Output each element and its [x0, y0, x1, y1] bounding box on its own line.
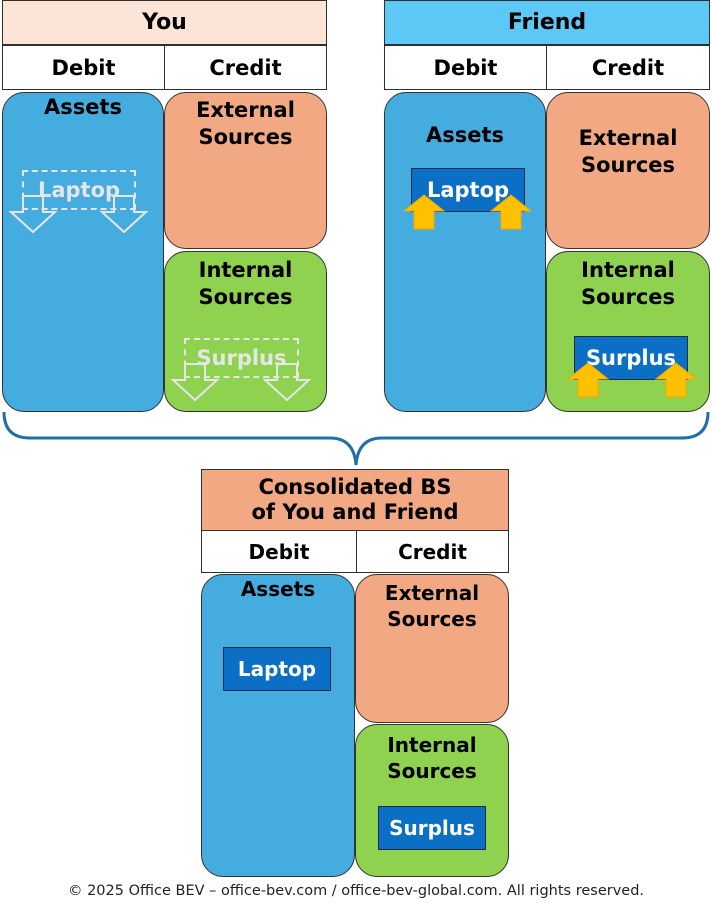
consolidated-external-sources-label: External Sources [363, 580, 501, 632]
you-assets-label: Assets [43, 95, 123, 119]
down-arrow-icon [170, 363, 220, 402]
you-assets-box [2, 92, 164, 412]
consolidated-external-sources-text: External Sources [384, 581, 480, 631]
friend-surplus-item: Surplus [574, 336, 688, 380]
friend-assets-box [384, 92, 546, 412]
friend-external-sources-box [546, 92, 710, 249]
you-external-sources-box [164, 92, 327, 249]
you-external-sources-text: External Sources [196, 98, 295, 150]
friend-external-sources-text: External Sources [578, 126, 678, 178]
copyright-footer: © 2025 Office BEV – office-bev.com / off… [67, 883, 645, 899]
down-arrow-icon [8, 195, 58, 234]
combine-brace [2, 411, 710, 466]
friend-title: Friend [384, 0, 710, 45]
up-arrow-icon [489, 194, 533, 230]
friend-debit-label: Debit [433, 55, 498, 80]
up-arrow-icon [566, 362, 610, 398]
consolidated-internal-sources-text: Internal Sources [387, 733, 477, 783]
friend-internal-sources-label: Internal Sources [554, 257, 702, 312]
consolidated-external-sources-box [355, 574, 509, 723]
consolidated-title: Consolidated BS of You and Friend [201, 469, 509, 531]
friend-assets-label: Assets [425, 123, 505, 147]
you-debit-label: Debit [51, 55, 116, 80]
friend-surplus-text: Surplus [585, 346, 677, 370]
consolidated-title-line1: Consolidated BS [258, 474, 452, 499]
consolidated-internal-sources-label: Internal Sources [363, 732, 501, 784]
consolidated-internal-sources-box [355, 724, 509, 877]
friend-laptop-text: Laptop [426, 178, 510, 202]
down-arrow-icon [262, 363, 312, 402]
consolidated-surplus-item: Surplus [378, 806, 486, 850]
you-internal-sources-box [164, 251, 327, 412]
you-laptop-removed: Laptop [22, 170, 136, 210]
you-surplus-removed: Surplus [184, 338, 299, 378]
consolidated-credit-label: Credit [398, 539, 467, 564]
friend-credit-label: Credit [591, 55, 665, 80]
you-debit-header: Debit [2, 45, 165, 90]
friend-external-sources-label: External Sources [554, 125, 702, 180]
consolidated-assets-box [201, 574, 355, 877]
you-internal-sources-label: Internal Sources [172, 257, 319, 312]
friend-title-text: Friend [507, 10, 587, 35]
consolidated-surplus-text: Surplus [389, 816, 475, 840]
you-credit-label: Credit [209, 55, 282, 80]
consolidated-credit-header: Credit [356, 530, 509, 573]
friend-internal-sources-text: Internal Sources [580, 258, 676, 310]
consolidated-laptop-item: Laptop [223, 647, 331, 691]
consolidated-title-line2: of You and Friend [251, 500, 459, 524]
up-arrow-icon [654, 362, 698, 398]
friend-debit-header: Debit [384, 45, 547, 90]
you-credit-header: Credit [164, 45, 327, 90]
you-title: You [2, 0, 327, 45]
you-surplus-text: Surplus [196, 346, 287, 370]
consolidated-debit-label: Debit [248, 539, 310, 564]
you-laptop-text: Laptop [37, 178, 121, 202]
friend-credit-header: Credit [546, 45, 710, 90]
consolidated-laptop-text: Laptop [237, 657, 317, 681]
down-arrow-icon [99, 195, 149, 234]
you-title-text: You [142, 10, 187, 35]
consolidated-assets-label: Assets [240, 577, 316, 601]
up-arrow-icon [402, 194, 446, 230]
consolidated-debit-header: Debit [201, 530, 357, 573]
you-internal-sources-text: Internal Sources [198, 258, 293, 310]
you-external-sources-label: External Sources [172, 97, 319, 152]
